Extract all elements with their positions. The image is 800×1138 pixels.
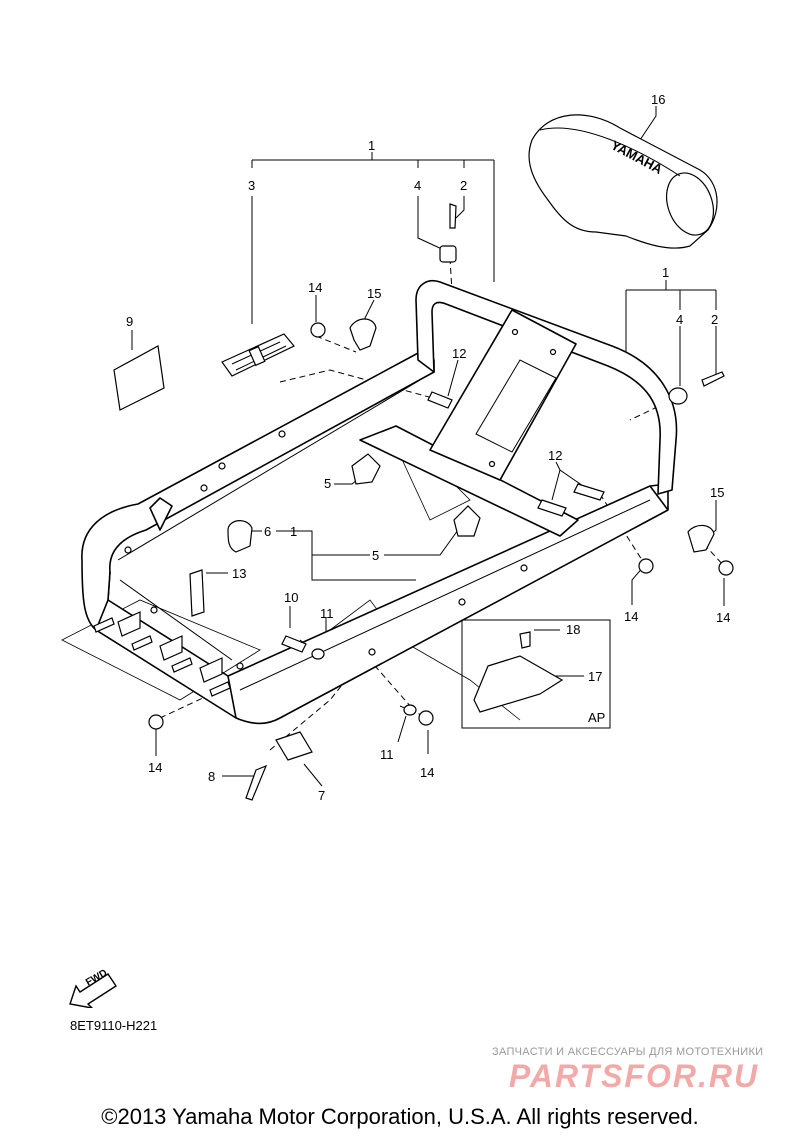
callout-10: 10: [284, 590, 298, 605]
callout-11-b: 11: [380, 747, 394, 762]
callout-9: 9: [126, 314, 133, 329]
callout-5-b: 5: [372, 548, 379, 563]
callout-8: 8: [208, 769, 215, 784]
callout-2-right: 2: [711, 312, 718, 327]
callout-6: 6: [264, 524, 271, 539]
callout-17: 17: [588, 669, 602, 684]
callout-1-mid: 1: [290, 524, 297, 539]
callout-5-a: 5: [324, 476, 331, 491]
part-9-label: [113, 345, 165, 411]
callout-12-b: 12: [548, 448, 562, 463]
svg-text:PARTSFOR.RU: PARTSFOR.RU: [509, 1058, 759, 1092]
callout-11-a: 11: [320, 606, 334, 621]
callout-14-d: 14: [148, 760, 162, 775]
callout-14-c: 14: [716, 610, 730, 625]
watermark-logo: PARTSFOR.RU: [509, 1058, 759, 1092]
callout-1-top: 1: [368, 138, 375, 153]
callout-13: 13: [232, 566, 246, 581]
callouts: 1 3 4 2 16 1 4 2 9 14 15 12 12 15 5 6 1 …: [126, 92, 730, 803]
callout-3: 3: [248, 178, 255, 193]
callout-14-e: 14: [420, 765, 434, 780]
small-parts: YAMAHA: [93, 114, 734, 801]
callout-12-a: 12: [452, 346, 466, 361]
copyright-notice: ©2013 Yamaha Motor Corporation, U.S.A. A…: [101, 1104, 699, 1129]
callout-18: 18: [566, 622, 580, 637]
inset-ap: AP: [461, 619, 611, 729]
callout-7: 7: [318, 788, 325, 803]
callout-15-a: 15: [367, 286, 381, 301]
callout-4-right: 4: [676, 312, 683, 327]
callout-14-a: 14: [308, 280, 322, 295]
callout-16: 16: [651, 92, 665, 107]
callout-14-b: 14: [624, 609, 638, 624]
callout-2-top: 2: [460, 178, 467, 193]
watermark-caption: ЗАПЧАСТИ И АКСЕССУАРЫ ДЛЯ МОТОТЕХНИКИ: [492, 1046, 764, 1058]
callout-4-top: 4: [414, 178, 421, 193]
part-3-plate: [221, 333, 295, 377]
diagram-code: 8ET9110-H221: [70, 1018, 158, 1033]
part-16-cover: YAMAHA: [528, 114, 718, 249]
fwd-arrow-icon: [69, 973, 117, 1008]
main-frame: [81, 280, 678, 725]
callout-1-right: 1: [662, 265, 669, 280]
part-4-bushing: [439, 245, 457, 263]
callout-15-b: 15: [710, 485, 724, 500]
inset-label: AP: [588, 710, 605, 725]
